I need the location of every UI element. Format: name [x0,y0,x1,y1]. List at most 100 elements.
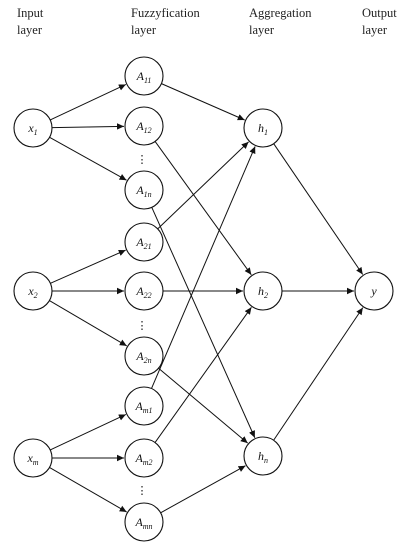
node-a12-label: A12 [135,119,151,135]
node-am2-label: Am2 [134,451,152,467]
edge-amn-to-hn [160,465,246,514]
node-a2n-subscript: 2n [144,356,152,365]
node-am1-circle [124,386,164,426]
node-am1-label: Am1 [134,399,152,415]
node-a22-label: A22 [135,284,151,300]
edge-x1-to-a11 [49,84,127,121]
edge-x2-to-a21 [50,249,126,284]
edge-a1n-to-hn [151,207,256,438]
edge-x2-to-a2n [49,300,127,347]
node-x1: x1 [13,108,53,148]
node-a2n: A2n [124,336,164,376]
edges-group [49,83,364,514]
edge-hn-to-y [273,307,364,441]
node-h2-circle [243,271,283,311]
node-am1: Am1 [124,386,164,426]
ellipsis-group: ⋮ ⋮ ⋮ [137,153,148,497]
node-hn-label: hn [258,449,268,465]
edge-xm-to-am1 [49,414,127,451]
node-hn-circle [243,436,283,476]
node-h2-symbol: h [258,284,264,298]
node-a21: A21 [124,222,164,262]
node-a2n-symbol: A [135,349,144,363]
edge-a2n-to-hn [158,367,249,444]
node-hn-subscript: n [264,456,268,465]
layer-titles: Input layer Fuzzyfication layer Aggregat… [17,6,397,37]
node-a21-subscript: 21 [144,242,152,251]
node-a11-symbol: A [136,69,145,83]
node-hn-symbol: h [258,449,264,463]
ellipsis-group-2: ⋮ [137,319,148,332]
ellipsis-group-1: ⋮ [137,153,148,166]
aggregation-layer-title-line1: Aggregation [249,6,312,20]
node-a11-subscript: 11 [144,76,151,85]
node-h1-subscript: 1 [264,128,268,137]
node-y-circle [354,271,394,311]
node-a11-circle [124,56,164,96]
node-h2: h2 [243,271,283,311]
node-x2: x2 [13,271,53,311]
node-amn: Amn [124,502,164,542]
edge-a21-to-h1 [157,141,249,230]
edge-x1-to-a12 [51,123,125,130]
node-a21-circle [124,222,164,262]
node-a1n-circle [124,170,164,210]
node-am2-symbol: A [134,451,143,465]
node-a12-circle [124,106,164,146]
node-am2-subscript: m2 [143,458,153,467]
node-a1n-subscript: 1n [144,190,152,199]
node-a11: A11 [124,56,164,96]
output-layer-title-line1: Output [362,6,397,20]
ellipsis-group-m: ⋮ [137,484,148,497]
edge-h1-to-y [273,143,364,275]
node-a1n: A1n [124,170,164,210]
node-x1-subscript: 1 [34,128,38,137]
edge-x1-to-a1n [49,136,127,181]
aggregation-layer-title: Aggregation layer [249,6,315,37]
node-y: y [354,271,394,311]
node-amn-subscript: mn [143,522,153,531]
node-am1-subscript: m1 [143,406,153,415]
edge-am2-to-h2 [154,306,252,443]
node-xm-label: xm [26,451,38,467]
node-xm: xm [13,438,53,478]
node-y-label: y [370,284,377,298]
node-x1-symbol: x [27,121,34,135]
node-am2-circle [124,438,164,478]
node-x2-circle [13,271,53,311]
node-h1-circle [243,108,283,148]
node-a2n-circle [124,336,164,376]
node-amn-circle [124,502,164,542]
fuzzyfication-layer-title: Fuzzyfication layer [131,6,203,37]
output-layer-title-line2: layer [362,23,388,37]
node-a12-subscript: 12 [144,126,152,135]
node-h1: h1 [243,108,283,148]
node-a22-symbol: A [135,284,144,298]
node-a11-label: A11 [136,69,152,85]
node-x2-label: x2 [27,284,37,300]
edge-xm-to-amn [49,467,127,513]
node-amn-label: Amn [134,515,152,531]
input-layer-title-line1: Input [17,6,44,20]
node-a1n-label: A1n [135,183,151,199]
node-x1-circle [13,108,53,148]
node-x1-label: x1 [27,121,37,137]
node-am2: Am2 [124,438,164,478]
node-hn: hn [243,436,283,476]
node-am1-symbol: A [134,399,143,413]
node-a22: A22 [124,271,164,311]
node-h2-subscript: 2 [264,291,268,300]
node-x2-subscript: 2 [34,291,38,300]
node-y-symbol: y [370,284,377,298]
node-x2-symbol: x [27,284,34,298]
node-xm-subscript: m [33,458,39,467]
node-a21-label: A21 [135,235,151,251]
node-a22-subscript: 22 [144,291,152,300]
node-h2-label: h2 [258,284,268,300]
fuzzyfication-layer-title-line1: Fuzzyfication [131,6,200,20]
node-a1n-symbol: A [135,183,144,197]
fuzzyfication-layer-title-line2: layer [131,23,157,37]
node-xm-circle [13,438,53,478]
